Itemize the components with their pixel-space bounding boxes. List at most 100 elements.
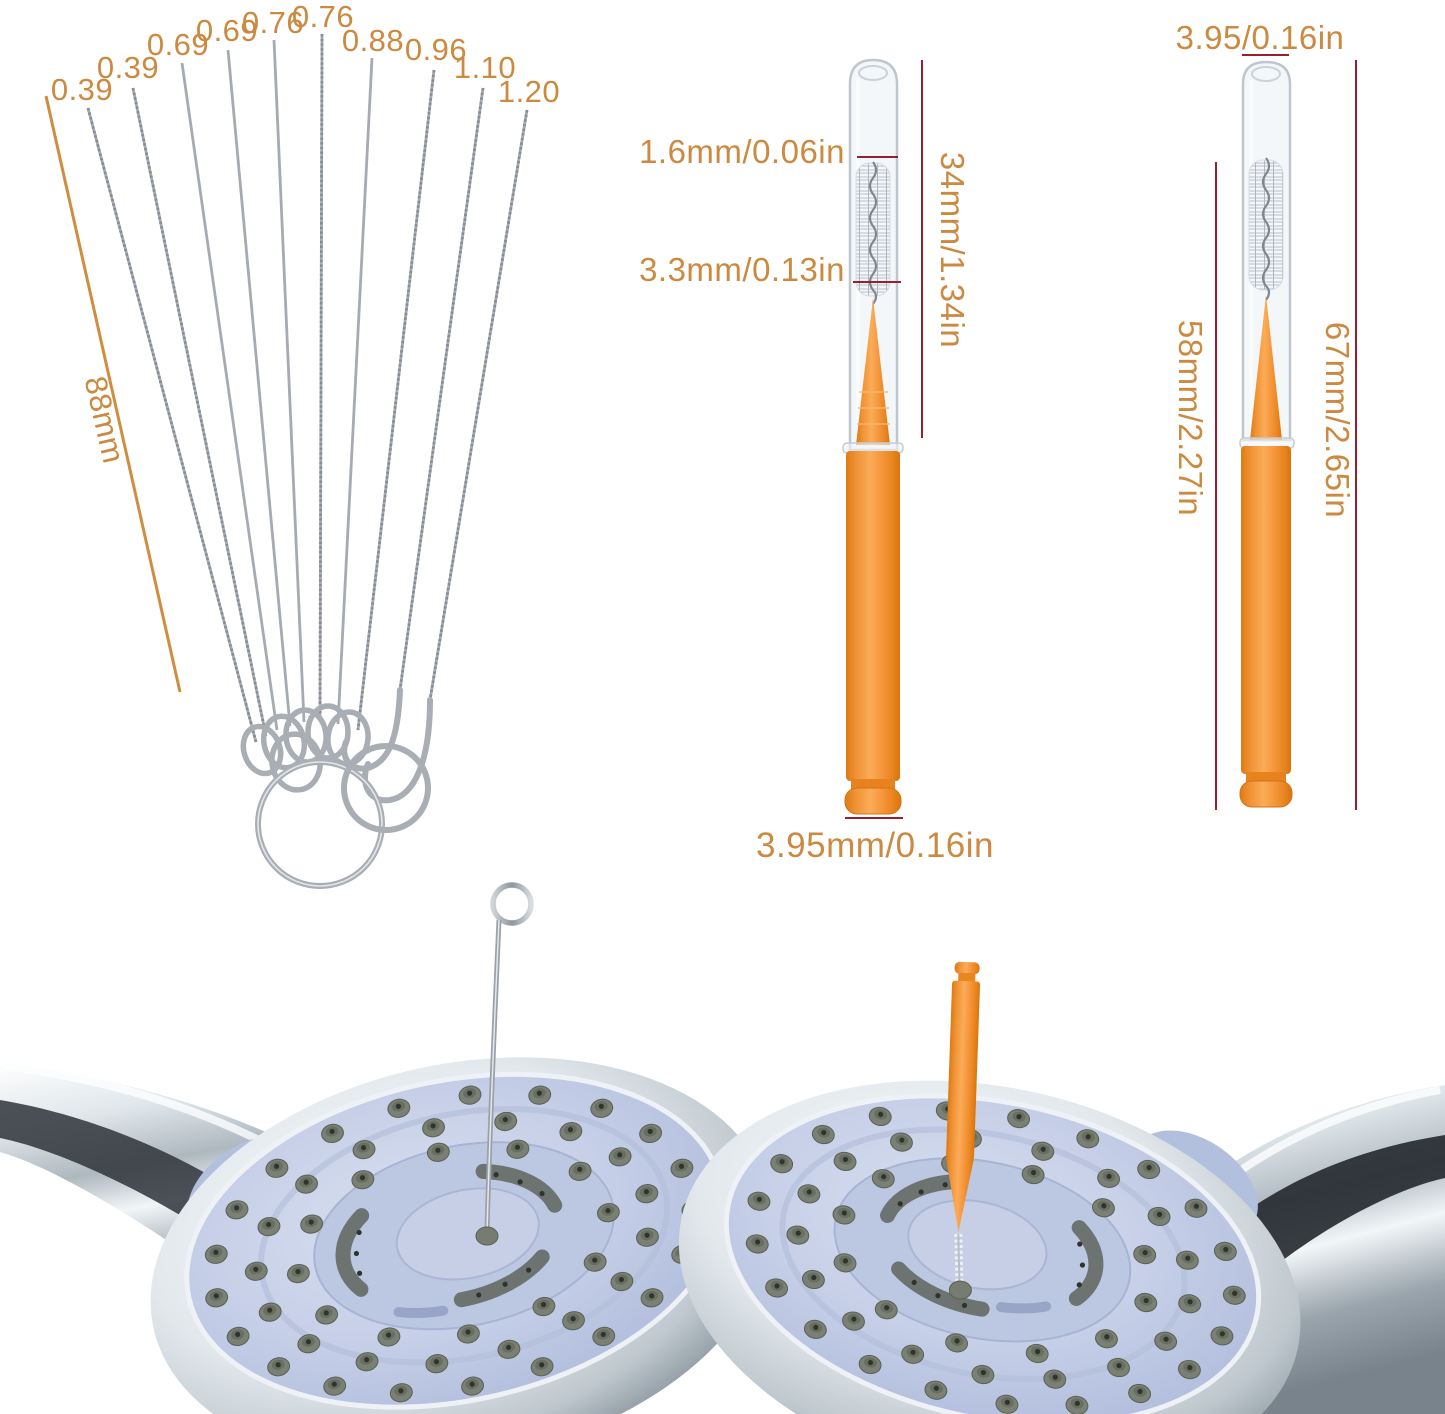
nozzle-dot: [539, 1362, 545, 1368]
nozzle-dot: [678, 1163, 685, 1169]
nozzle-dot: [505, 1344, 512, 1350]
small-brush-diameter-label: 3.3mm/0.13in: [639, 251, 845, 288]
nozzle-dot: [954, 1338, 960, 1344]
brush-bristles: [1248, 159, 1284, 291]
nozzle-dot: [435, 1147, 441, 1153]
nozzle-dot: [1116, 1362, 1122, 1369]
nozzle-dot: [303, 1179, 309, 1185]
nozzle-dot: [514, 1144, 521, 1150]
nozzle-dot: [899, 1137, 905, 1143]
needles: [86, 33, 529, 743]
mode-slot: [393, 1305, 449, 1319]
orange-pick-inserted: [945, 961, 981, 1300]
nozzle-dot: [567, 1127, 574, 1133]
shower-head-left-illustration: [0, 882, 773, 1414]
small-brush-dimension-lines: [845, 60, 923, 819]
nozzle-dot: [364, 1357, 370, 1363]
handle-taper: [1250, 295, 1282, 440]
slot-holes: [897, 1182, 1086, 1309]
nozzle-dot: [1035, 1348, 1041, 1355]
center-slot-arcs: [880, 1173, 1104, 1317]
center-slot-arcs: [335, 1163, 563, 1308]
cap-top-rim: [1251, 66, 1281, 82]
nozzle-dot: [233, 1205, 240, 1211]
nozzle-dot: [779, 1159, 785, 1165]
nozzle-dot: [1219, 1331, 1225, 1337]
nozzle-dot: [570, 1316, 576, 1322]
nozzle-dot: [774, 1283, 780, 1289]
large-brush-top-diameter-label: 3.95/0.16in: [1175, 19, 1345, 56]
nozzle-dot: [267, 1307, 273, 1313]
nozzle-dot: [1143, 1297, 1149, 1304]
small-brush-handle-diameter-label: 3.95mm/0.16in: [755, 826, 995, 865]
nozzle-dot: [1193, 1203, 1200, 1209]
nozzle-dot: [933, 1385, 939, 1391]
needle-diameter-label-1: 0.39: [50, 72, 114, 107]
nozzle-dot: [1040, 1146, 1046, 1152]
handle-base-flare: [844, 787, 902, 815]
nozzle-dot: [813, 1324, 819, 1331]
nozzle-dot: [842, 1258, 849, 1264]
nozzle-dot: [841, 1210, 847, 1216]
needle-diameter-label-7: 0.88: [341, 23, 405, 58]
handle-base-flare: [1239, 780, 1293, 808]
large-brush-dimension-lines: [1215, 54, 1357, 810]
nozzle-dot: [756, 1196, 762, 1202]
nozzle-dot: [910, 1349, 916, 1355]
mode-slot: [995, 1301, 1052, 1314]
pick-top-nub: [954, 961, 980, 975]
needle-diameter-label-5: 0.76: [241, 5, 305, 40]
nozzle-dot: [867, 1359, 874, 1366]
nozzle-dot: [1101, 1203, 1107, 1209]
nozzle-dot: [600, 1331, 606, 1338]
nozzle-dot: [253, 1266, 259, 1272]
large-brush-illustration: [1215, 54, 1357, 810]
nozzle-dot: [1142, 1250, 1148, 1256]
nozzle-dot: [1187, 1299, 1193, 1305]
large-brush-handle-length-label: 58mm/2.27in: [1172, 319, 1209, 517]
nozzle-dot: [1016, 1114, 1022, 1120]
nozzle-dot: [1085, 1134, 1091, 1140]
face-center-disc: [395, 1187, 540, 1281]
needle-coil-texture: [86, 33, 529, 743]
nozzle-dot: [851, 1316, 857, 1322]
nozzle-dot: [433, 1359, 440, 1365]
nozzle-dot: [755, 1239, 761, 1245]
nozzle-dot: [1187, 1365, 1193, 1371]
nozzle-dot: [398, 1388, 404, 1394]
nozzle-dot: [647, 1128, 653, 1135]
nozzle-dot: [617, 1152, 623, 1158]
needle-diameter-label-9: 1.10: [453, 50, 517, 85]
nozzle-dot: [1232, 1290, 1238, 1296]
nozzle-dot: [1030, 1170, 1037, 1176]
nozzle-dot: [308, 1219, 314, 1225]
nozzle-dot: [395, 1103, 402, 1109]
nozzle-dot: [465, 1329, 471, 1335]
orange-handle-body: [1241, 446, 1291, 774]
small-brush-illustration: [842, 58, 923, 819]
nozzle-dot: [265, 1222, 272, 1228]
nozzle-dot: [1137, 1388, 1143, 1395]
nozzle-dot: [1163, 1336, 1169, 1342]
nozzle-dot: [618, 1276, 625, 1283]
nozzle-dot: [1074, 1400, 1080, 1407]
nozzle-dot: [605, 1208, 611, 1214]
nozzle-dot: [305, 1339, 312, 1345]
nozzle-dot: [469, 1381, 475, 1387]
handle-neck: [1246, 772, 1286, 782]
small-brush-tip-diameter-label: 1.6mm/0.06in: [639, 133, 845, 170]
small-brush-length-label: 34mm/1.34in: [934, 151, 971, 349]
cap-top-rim: [858, 65, 888, 81]
key-ring-large-highlight: [257, 761, 383, 887]
pick-taper: [945, 1157, 974, 1232]
nozzle-dot: [842, 1156, 849, 1163]
pick-neck: [958, 972, 976, 983]
nozzle-dot: [540, 1301, 547, 1308]
pick-rod: [946, 980, 981, 1160]
handle-neck: [851, 779, 895, 789]
pin-target-nozzle: [475, 1226, 499, 1246]
nozzle-dot: [881, 1174, 887, 1180]
slot-holes: [353, 1172, 545, 1298]
nozzle-dot: [821, 1129, 827, 1136]
